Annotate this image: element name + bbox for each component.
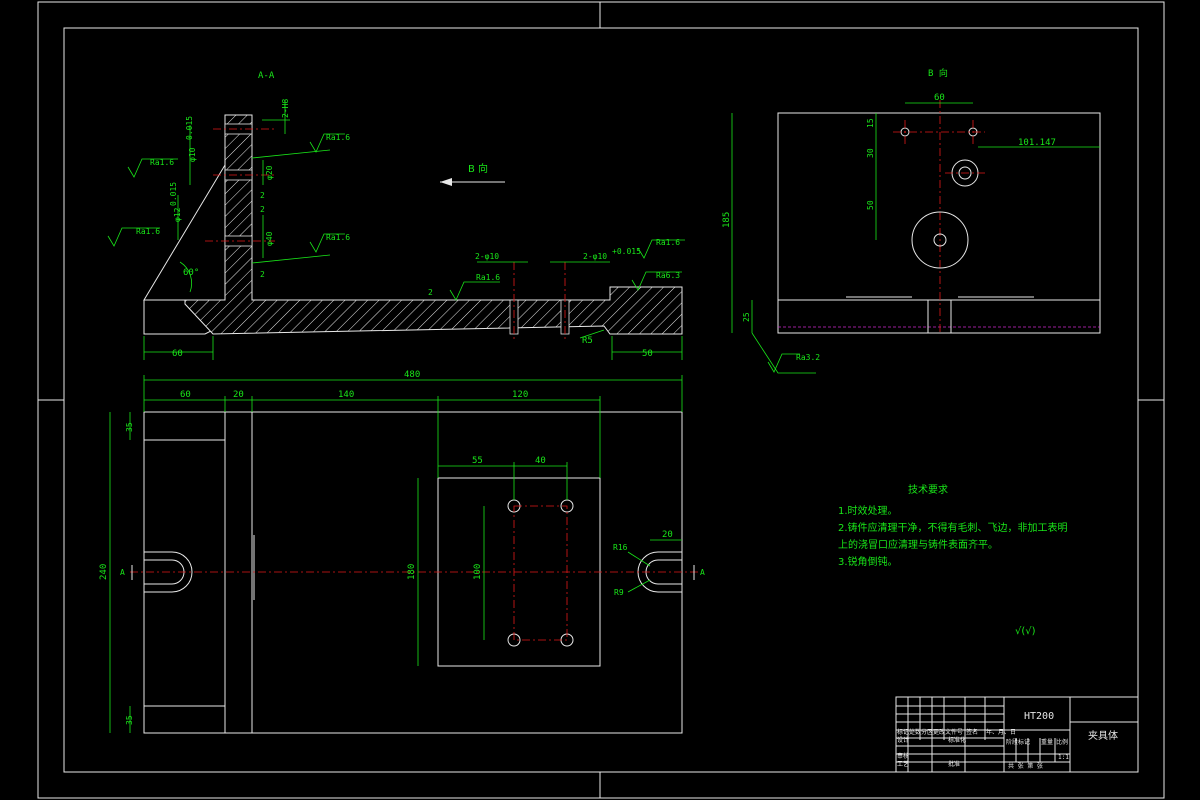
dim-holes-right-tol: +0.015 (612, 247, 641, 256)
plan-dim-r16: R16 (613, 543, 628, 552)
tb-row-label-0: 标记 (897, 728, 909, 736)
tb-row-label-2: 分区 (921, 728, 933, 736)
tb-row-label-1: 处数 (909, 728, 921, 736)
tech-note-line-2: 2.铸件应清理干净，不得有毛刺、飞边，非加工表明 (838, 521, 1068, 534)
view-arrow-icon (440, 178, 452, 186)
dim-right-width: 50 (642, 349, 653, 359)
dim-hole-mid: φ12 (173, 207, 182, 222)
roughness-1: Ra1.6 (326, 133, 350, 142)
roughness-3: Ra1.6 (136, 227, 160, 236)
dim-fillet: R5 (582, 336, 593, 346)
plan-dim-60: 60 (180, 390, 191, 400)
tb-ratio: 比例 (1056, 738, 1068, 746)
dim-angle: 60° (183, 268, 199, 278)
sheet-border (37, 1, 1165, 799)
plan-dim-40: 40 (535, 456, 546, 466)
tb-standard: 标准化 (948, 736, 966, 744)
plan-dim-180: 180 (407, 564, 417, 580)
roughness-4: Ra1.6 (326, 233, 350, 242)
tb-weight: 重量 (1041, 738, 1053, 746)
tb-stage: 阶段标记 (1006, 738, 1030, 746)
dim-holes-right: 2-φ10 (583, 252, 607, 261)
tech-notes: 技术要求 1.时效处理。 2.铸件应清理干净，不得有毛刺、飞边，非加工表明 上的… (838, 483, 1068, 637)
title-block: HT200 夹具体 标记 处数 分区 更改文件号 签名 年、月、日 设计 标准化… (895, 696, 1139, 773)
plan-dim-20: 20 (233, 390, 244, 400)
section-mark-right: A (700, 568, 705, 577)
b-dim-base: 25 (742, 312, 751, 322)
b-view-label: B 向 (928, 67, 948, 79)
dim-gap-a: 2 (260, 191, 265, 200)
plan-dim-slot-width: 20 (662, 530, 673, 540)
plan-dim-height: 240 (99, 564, 109, 580)
b-roughness: Ra3.2 (796, 353, 820, 362)
dim-tol-mid: 0.015 (169, 182, 178, 206)
view-arrow-label: B 向 (468, 162, 488, 175)
tech-note-line-3: 上的浇冒口应清理与铸件表面齐平。 (838, 538, 998, 551)
tech-note-line-1: 1.时效处理。 (838, 504, 898, 517)
tb-row-label-4: 签名 (966, 728, 978, 736)
roughness-7: Ra6.3 (656, 271, 680, 280)
tb-approve: 批准 (948, 760, 960, 768)
tb-row-label-5: 年、月、日 (986, 728, 1016, 736)
section-label: A-A (258, 71, 275, 81)
dim-gap-c: 2 (260, 270, 265, 279)
section-view-a-a: A-A 60 50 R5 60° 2-H8 (107, 71, 685, 360)
tech-notes-title: 技术要求 (908, 483, 948, 496)
roughness-6: Ra1.6 (656, 238, 680, 247)
plan-dim-top-margin: 35 (125, 422, 134, 432)
dim-left-width: 60 (172, 349, 183, 359)
dim-tol-top: 0.015 (185, 116, 194, 140)
plan-dim-140: 140 (338, 390, 354, 400)
tech-note-line-4: 3.锐角倒钝。 (838, 555, 898, 568)
plan-dim-55: 55 (472, 456, 483, 466)
plan-dim-total: 480 (404, 370, 420, 380)
dim-holes-left: 2-φ10 (475, 252, 499, 261)
b-dim-height: 185 (722, 212, 732, 228)
dim-slot-top: 2-H8 (281, 99, 290, 118)
part-name-text: 夹具体 (1088, 729, 1118, 742)
b-view: B 向 60 101.147 15 30 50 185 25 Ra3.2 (722, 67, 1101, 374)
roughness-default-symbol: √(√) (1015, 626, 1036, 637)
roughness-2: Ra1.6 (150, 158, 174, 167)
tb-sheets: 共 张 第 张 (1008, 762, 1043, 770)
section-mark-left: A (120, 568, 125, 577)
plan-dim-100: 100 (473, 564, 483, 580)
dim-gap-b: 2 (260, 205, 265, 214)
tb-row-label-3: 更改文件号 (933, 728, 963, 736)
section-hatch (184, 114, 683, 335)
b-dim-15: 15 (866, 118, 875, 128)
dim-depth-mid: φ40 (265, 231, 274, 246)
plan-view: 480 60 20 140 120 55 40 180 100 240 35 3… (99, 370, 705, 734)
b-dim-30: 30 (866, 148, 875, 158)
plan-dim-r9: R9 (614, 588, 624, 597)
plan-outline (143, 411, 683, 734)
tb-review: 审核 (897, 752, 909, 760)
dim-depth-top: φ20 (265, 165, 274, 180)
b-dim-50: 50 (866, 200, 875, 210)
b-dim-top-width: 60 (934, 93, 945, 103)
dim-gap-d: 2 (428, 288, 433, 297)
tb-design: 设计 (897, 736, 909, 744)
plan-dim-120: 120 (512, 390, 528, 400)
tb-process: 工艺 (897, 760, 909, 768)
dim-hole-top: φ10 (188, 147, 197, 162)
tb-scale: 1:1 (1058, 754, 1069, 761)
plan-dim-bottom-margin: 35 (125, 715, 134, 725)
material-text: HT200 (1024, 711, 1054, 722)
b-view-base (777, 299, 1101, 334)
roughness-5: Ra1.6 (476, 273, 500, 282)
b-dim-offset: 101.147 (1018, 138, 1056, 148)
